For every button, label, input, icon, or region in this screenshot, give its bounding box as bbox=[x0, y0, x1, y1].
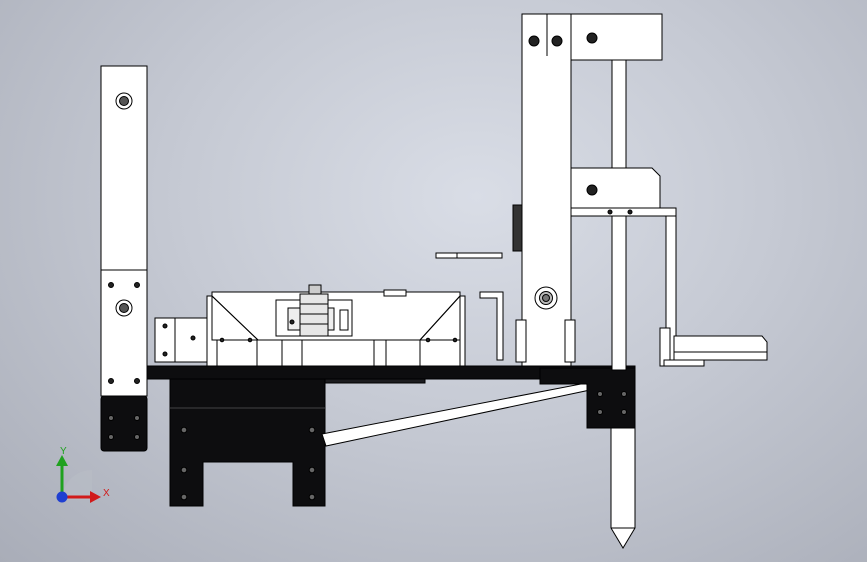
floating-pin[interactable] bbox=[435, 252, 503, 259]
diagonal-strut[interactable] bbox=[321, 382, 591, 447]
lower-mounting-block[interactable] bbox=[169, 378, 326, 507]
middle-slide-bracket[interactable] bbox=[570, 167, 677, 217]
orientation-triad: Y X bbox=[56, 446, 110, 503]
left-post-foot-bracket[interactable] bbox=[100, 395, 148, 452]
x-axis-arrow-icon bbox=[66, 491, 101, 503]
column-side-bracket[interactable] bbox=[479, 291, 576, 363]
tall-vertical-column[interactable] bbox=[521, 13, 572, 367]
right-lower-bracket[interactable] bbox=[539, 367, 636, 429]
small-angle-bracket[interactable] bbox=[154, 317, 208, 363]
right-pedal-plate[interactable] bbox=[663, 335, 768, 367]
vertical-shaft-spike[interactable] bbox=[610, 59, 636, 549]
side-clamp[interactable] bbox=[512, 204, 523, 252]
z-axis-origin-icon bbox=[56, 491, 68, 503]
x-axis-label: X bbox=[103, 488, 110, 499]
pulley-housing[interactable] bbox=[275, 284, 353, 337]
y-axis-label: Y bbox=[60, 446, 67, 457]
y-axis-arrow-icon bbox=[56, 455, 68, 496]
left-vertical-post[interactable] bbox=[100, 65, 148, 397]
top-bracket[interactable] bbox=[570, 13, 663, 61]
